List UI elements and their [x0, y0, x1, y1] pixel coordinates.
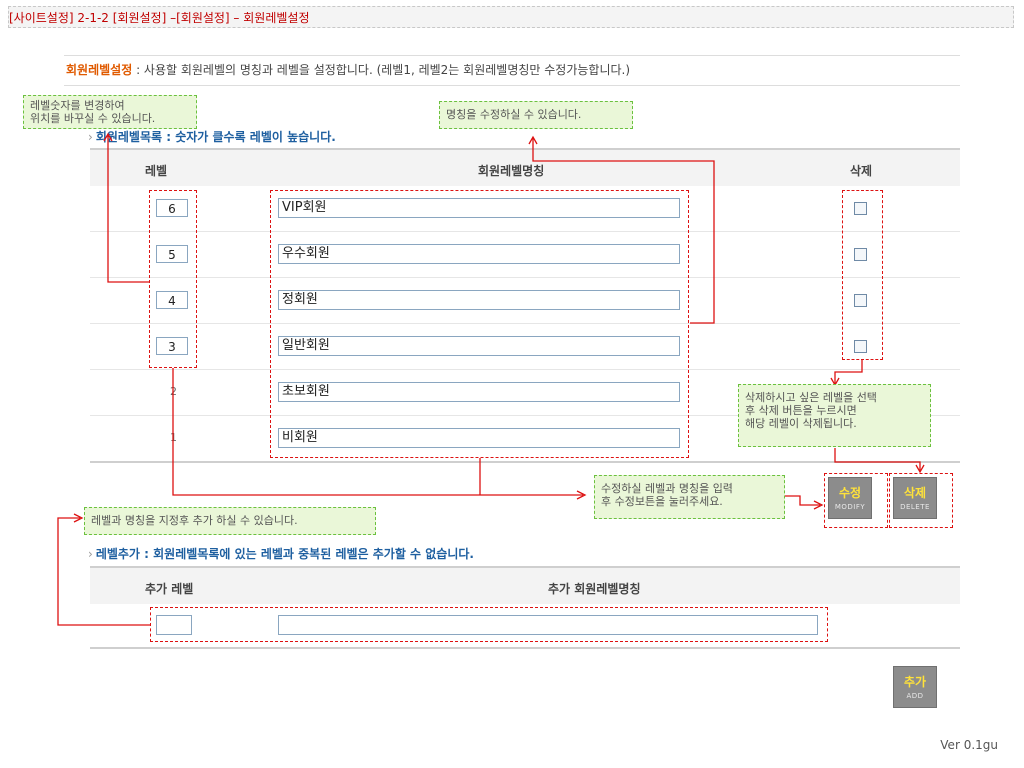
note-modify-help: 수정하실 레벨과 명칭을 입력 후 수정보튼을 눌러주세요.	[594, 475, 785, 519]
header-name: 회원레벨명칭	[478, 164, 545, 178]
bullet-icon: ›	[88, 130, 93, 144]
note-level-change: 레벨숫자를 변경하여 위치를 바꾸실 수 있습니다.	[23, 95, 197, 129]
row-divider	[90, 323, 960, 324]
delete-checkbox[interactable]	[854, 202, 867, 215]
add-inputs-highlight	[150, 607, 828, 642]
breadcrumb-text: [사이트설정] 2-1-2 [회원설정] –[회원설정] – 회원레벨설정	[9, 11, 310, 25]
row-divider	[90, 231, 960, 232]
level-name-input[interactable]: 우수회원	[278, 244, 680, 264]
delete-checkbox[interactable]	[854, 248, 867, 261]
header-delete: 삭제	[850, 164, 873, 178]
level-table-header	[90, 149, 960, 186]
header-level: 레벨	[145, 164, 168, 178]
add-table-header	[90, 568, 960, 604]
header-add-name: 추가 회원레벨명칭	[548, 582, 641, 596]
level-name-input[interactable]: VIP회원	[278, 198, 680, 218]
bullet-icon: ›	[88, 547, 93, 561]
add-table-top-border	[90, 566, 960, 568]
level-input[interactable]: 5	[156, 245, 188, 263]
breadcrumb: [사이트설정] 2-1-2 [회원설정] –[회원설정] – 회원레벨설정	[8, 6, 1014, 28]
checkbox-box[interactable]	[854, 248, 867, 261]
delete-button[interactable]: 삭제 DELETE	[893, 477, 937, 519]
name-inputs-highlight	[270, 190, 689, 458]
level-name-input[interactable]: 초보회원	[278, 382, 680, 402]
header-add-level: 추가 레벨	[145, 582, 194, 596]
divider	[64, 55, 960, 56]
table-top-border	[90, 148, 960, 150]
checkbox-box[interactable]	[854, 294, 867, 307]
level-name-input[interactable]: 정회원	[278, 290, 680, 310]
table-bottom-border	[90, 461, 960, 463]
note-add-help: 레벨과 명칭을 지정후 추가 하실 수 있습니다.	[84, 507, 376, 535]
divider	[64, 85, 960, 86]
note-name-edit: 명칭을 수정하실 수 있습니다.	[439, 101, 633, 129]
checkbox-box[interactable]	[854, 202, 867, 215]
level-name-input[interactable]: 비회원	[278, 428, 680, 448]
level-list-title: ›회원레벨목록 : 숫자가 클수록 레벨이 높습니다.	[88, 130, 336, 144]
page-description: 회원레벨설정 : 사용할 회원레벨의 명칭과 레벨을 설정합니다. (레벨1, …	[66, 61, 630, 78]
add-table-bottom-border	[90, 647, 960, 649]
checkbox-box[interactable]	[854, 340, 867, 353]
delete-button-highlight	[889, 473, 953, 528]
level-input[interactable]: 4	[156, 291, 188, 309]
row-divider	[90, 277, 960, 278]
add-button[interactable]: 추가 ADD	[893, 666, 937, 708]
modify-button-highlight	[824, 473, 888, 528]
level-input[interactable]: 6	[156, 199, 188, 217]
delete-checkbox[interactable]	[854, 340, 867, 353]
row-divider	[90, 369, 960, 370]
level-name-input[interactable]: 일반회원	[278, 336, 680, 356]
description-title: 회원레벨설정	[66, 63, 133, 77]
version-label: Ver 0.1gu	[940, 738, 998, 752]
level-inputs-highlight	[149, 190, 197, 368]
add-name-input[interactable]	[278, 615, 818, 635]
description-text: : 사용할 회원레벨의 명칭과 레벨을 설정합니다. (레벨1, 레벨2는 회원…	[132, 63, 631, 77]
level-input[interactable]: 3	[156, 337, 188, 355]
delete-checkboxes-highlight	[842, 190, 883, 360]
add-level-input[interactable]	[156, 615, 192, 635]
note-delete-help: 삭제하시고 싶은 레벨을 선택 후 삭제 버튼을 누르시면 해당 레벨이 삭제됩…	[738, 384, 931, 447]
modify-button[interactable]: 수정 MODIFY	[828, 477, 872, 519]
add-level-title: ›레벨추가 : 회원레벨목록에 있는 레벨과 중복된 레벨은 추가할 수 없습니…	[88, 547, 474, 561]
row-divider	[90, 415, 960, 416]
delete-checkbox[interactable]	[854, 294, 867, 307]
